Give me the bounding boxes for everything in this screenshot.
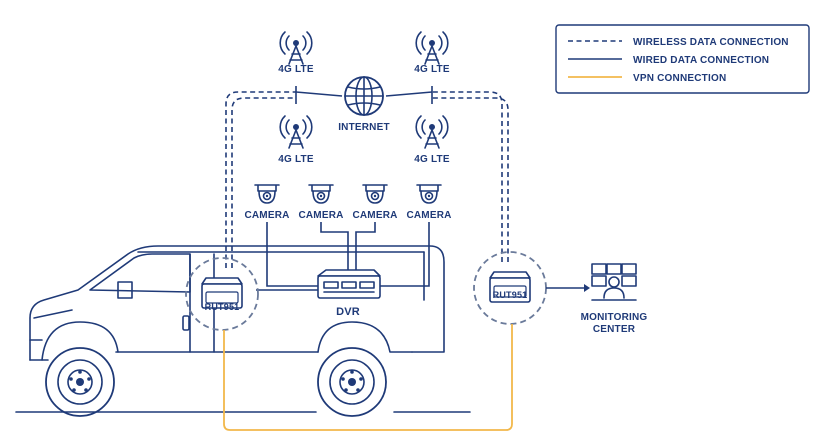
- camera-label-3: CAMERA: [352, 210, 397, 221]
- monitoring-label-line1: MONITORING: [581, 312, 648, 323]
- monitoring-label-line2: CENTER: [593, 324, 636, 335]
- vpn-connection-line: [223, 324, 513, 431]
- router-right: RUT951: [473, 251, 547, 325]
- wireless-connections: [225, 91, 509, 268]
- wireless-link-right-inner: [432, 97, 509, 262]
- van-icon: [15, 245, 471, 417]
- legend-wireless-label: WIRELESS DATA CONNECTION: [633, 37, 789, 48]
- camera-label-1: CAMERA: [244, 210, 289, 221]
- tower-label-top-left: 4G LTE: [278, 64, 314, 75]
- camera-label-4: CAMERA: [406, 210, 451, 221]
- camera-icon: [362, 184, 388, 204]
- wireless-link-right-outer: [432, 91, 503, 262]
- monitoring-center-icon: [591, 263, 637, 301]
- legend-wired-label: WIRED DATA CONNECTION: [633, 55, 769, 66]
- antenna-tower-icon: [415, 115, 449, 149]
- internet-links: [295, 86, 433, 104]
- camera-icon: [254, 184, 280, 204]
- wired-connections: [256, 222, 430, 291]
- antenna-tower-icon: [279, 115, 313, 149]
- camera-row: CAMERA CAMERA CAMERA CAMERA: [244, 184, 451, 221]
- tower-label-bottom-left: 4G LTE: [278, 154, 314, 165]
- antenna-tower-icon: [279, 31, 313, 65]
- arrow-icon: [584, 284, 590, 292]
- router-label-left: RUT951: [205, 302, 240, 312]
- front-wheel-icon: [45, 347, 115, 417]
- dvr-label: DVR: [336, 306, 360, 318]
- legend-vpn-label: VPN CONNECTION: [633, 73, 726, 84]
- tower-label-top-right: 4G LTE: [414, 64, 450, 75]
- camera-icon: [416, 184, 442, 204]
- router-icon: [489, 271, 531, 303]
- tower-label-bottom-right: 4G LTE: [414, 154, 450, 165]
- wireless-link-left-outer: [225, 91, 296, 268]
- rear-wheel-icon: [317, 347, 387, 417]
- camera-icon: [308, 184, 334, 204]
- antenna-tower-icon: [415, 31, 449, 65]
- legend: WIRELESS DATA CONNECTION WIRED DATA CONN…: [555, 24, 810, 94]
- dvr-icon: [317, 269, 381, 299]
- camera-label-2: CAMERA: [298, 210, 343, 221]
- internet-label: INTERNET: [338, 122, 390, 133]
- globe-icon: [344, 76, 384, 116]
- router-icon: [201, 277, 243, 309]
- router-left: RUT951: [185, 257, 259, 331]
- router-label-right: RUT951: [493, 290, 528, 300]
